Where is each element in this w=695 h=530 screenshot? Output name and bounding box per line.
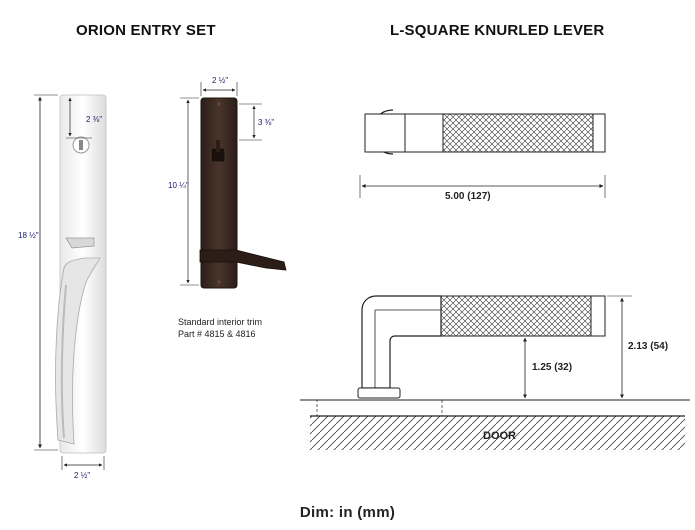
lever-length-dimension bbox=[359, 175, 606, 198]
trim-caption-line2: Part # 4815 & 4816 bbox=[178, 329, 256, 339]
entry-width-label: 2 ½" bbox=[74, 471, 91, 480]
units-footer: Dim: in (mm) bbox=[299, 504, 396, 521]
door-hatch bbox=[310, 416, 685, 450]
lever-side-view bbox=[316, 295, 606, 417]
entry-top-offset-label: 2 ⅜" bbox=[86, 115, 103, 124]
door-label: DOOR bbox=[483, 430, 516, 442]
interior-lever bbox=[199, 249, 287, 271]
trim-height-label: 10 ¼" bbox=[168, 181, 189, 190]
lever-height-dimension bbox=[607, 295, 632, 399]
trim-top-offset-dimension bbox=[239, 103, 262, 141]
thumb-piece bbox=[65, 237, 95, 249]
entry-width-dimension bbox=[61, 456, 105, 470]
knurled-grip-side bbox=[440, 295, 592, 337]
trim-caption: Standard interior trim Part # 4815 & 481… bbox=[178, 316, 262, 340]
knurled-grip bbox=[442, 113, 594, 153]
l-square-lever-title: L-SQUARE KNURLED LEVER bbox=[390, 22, 605, 39]
lever-height-label: 2.13 (54) bbox=[628, 341, 669, 352]
lever-top-view bbox=[364, 109, 606, 155]
trim-caption-line1: Standard interior trim bbox=[178, 317, 263, 327]
trim-height-dimension bbox=[180, 97, 199, 286]
entry-height-dimension bbox=[34, 94, 58, 451]
entry-set-image bbox=[55, 94, 107, 454]
entry-top-offset-dimension bbox=[66, 97, 92, 139]
trim-width-label: 2 ½" bbox=[212, 76, 229, 85]
lever-clearance-label: 1.25 (32) bbox=[532, 362, 573, 373]
orion-entry-set-title: ORION ENTRY SET bbox=[76, 22, 216, 39]
interior-trim-image bbox=[199, 97, 287, 289]
entry-height-label: 18 ½" bbox=[18, 231, 39, 240]
trim-top-offset-label: 3 ⅜" bbox=[258, 118, 275, 127]
grip-handle bbox=[55, 257, 101, 445]
lever-length-label: 5.00 (127) bbox=[445, 191, 491, 202]
trim-width-dimension bbox=[200, 82, 238, 96]
